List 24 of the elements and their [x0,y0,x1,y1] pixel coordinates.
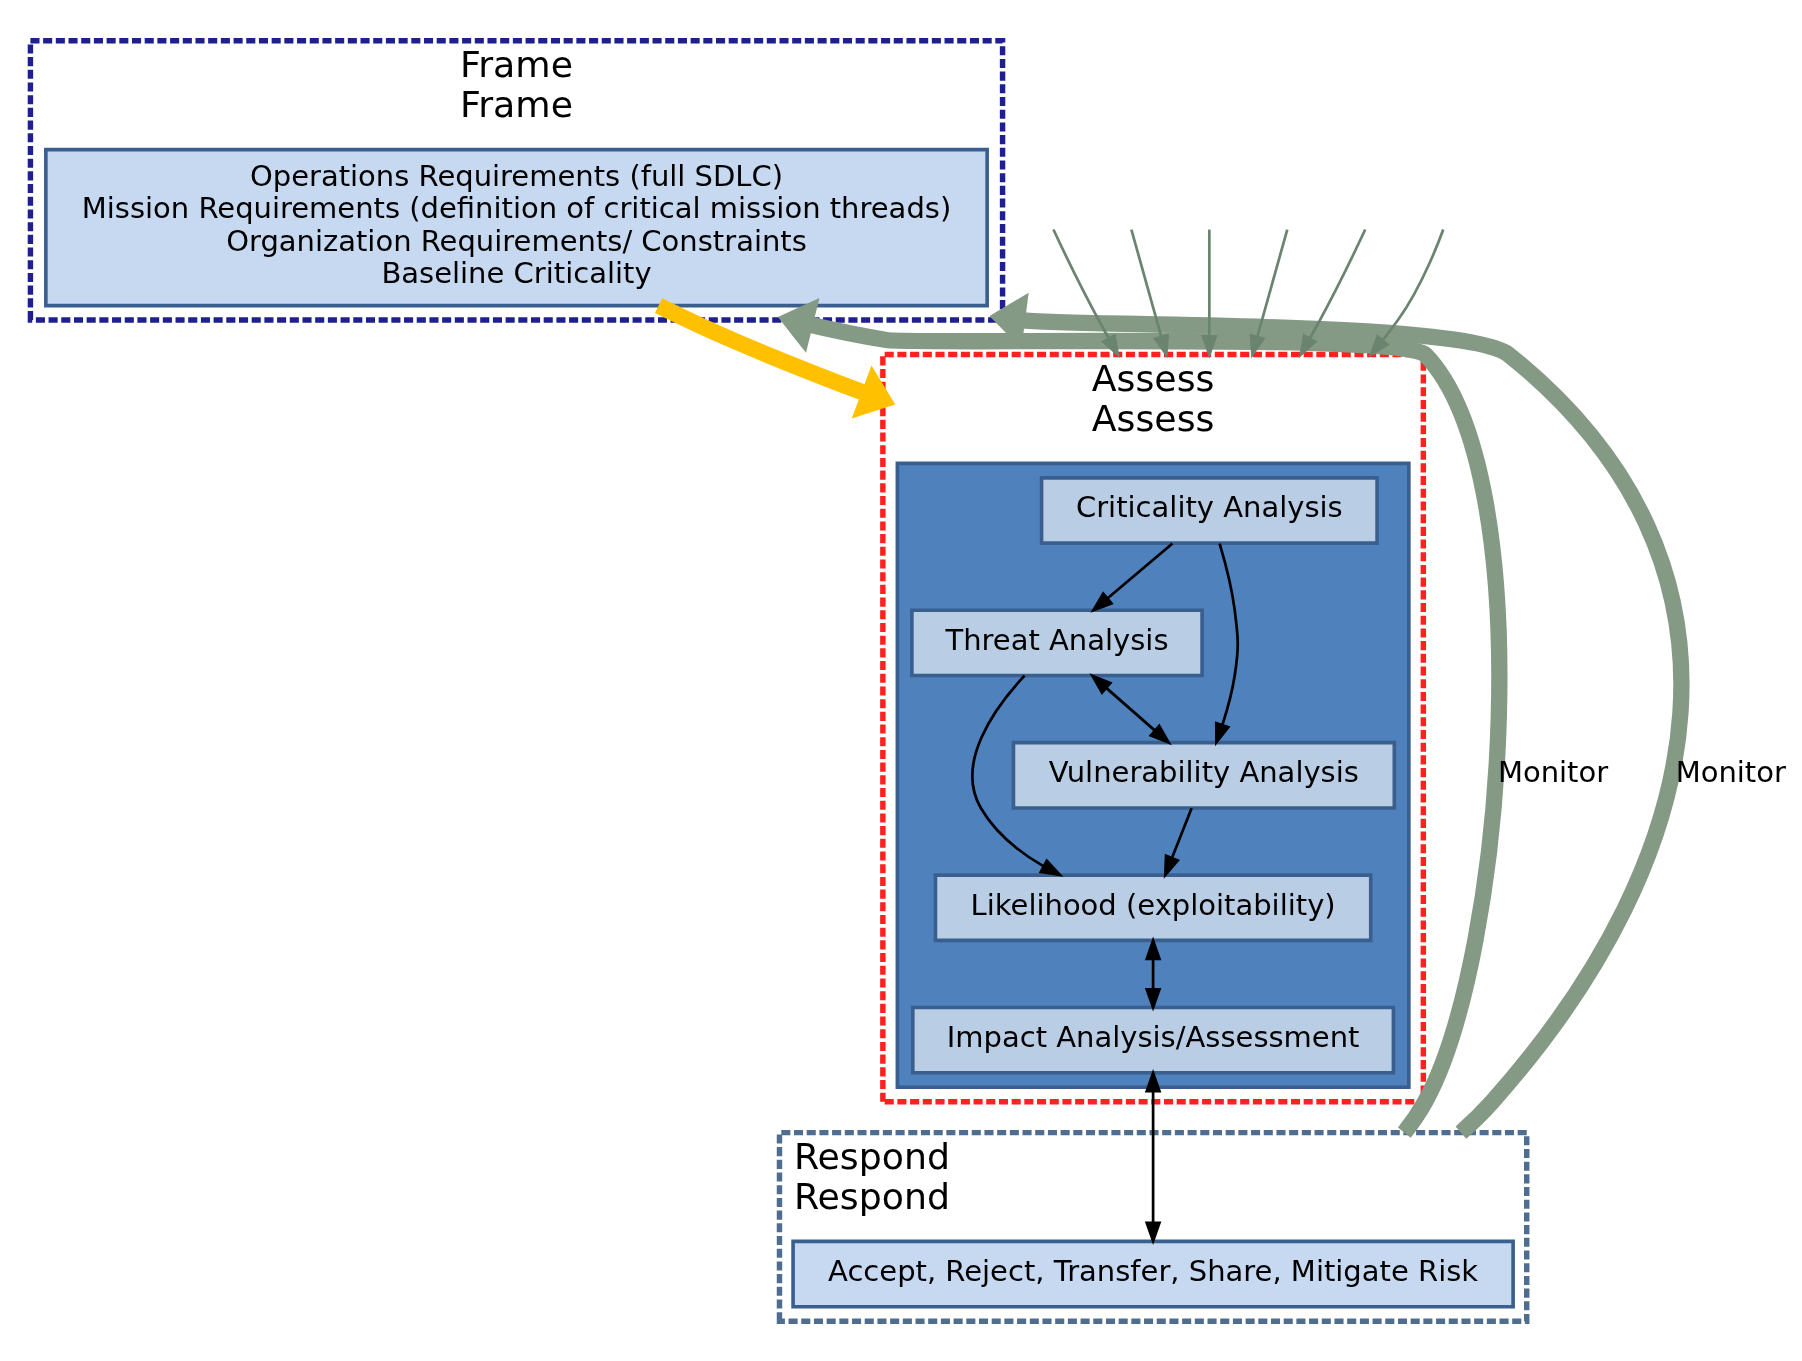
arrow [1201,229,1218,359]
node-box: Vulnerability Analysis [1011,740,1397,810]
node-box: Criticality Analysis [1039,475,1379,545]
arrow [971,674,1064,877]
node-box: Operations Requirements (full SDLC) Mission Requirements (definition of critical mission threads) Organization Requirements/ Constraints Baseline Criticality [44,147,989,307]
node-box: Accept, Reject, Transfer, Share, Mitigate Risk [791,1239,1515,1309]
node-box: Likelihood (exploitability) [933,872,1373,942]
arrow [1130,228,1169,358]
arrow [1368,228,1445,358]
arrow [1144,936,1162,1012]
cluster [895,461,1411,1089]
arrow [654,297,896,418]
node-box: Impact Analysis/Assessment [910,1005,1396,1075]
arrow [1144,1068,1162,1245]
arrow [1214,542,1240,746]
arrow [1249,228,1289,358]
arrow [1090,541,1174,613]
arrow [1052,228,1120,358]
edge-label: Monitor [1497,754,1609,789]
arrow [1163,807,1193,879]
arrow [1298,228,1367,358]
node-box: Threat Analysis [910,607,1204,677]
edge-label: Monitor [1675,754,1786,789]
arrow [1089,672,1172,745]
